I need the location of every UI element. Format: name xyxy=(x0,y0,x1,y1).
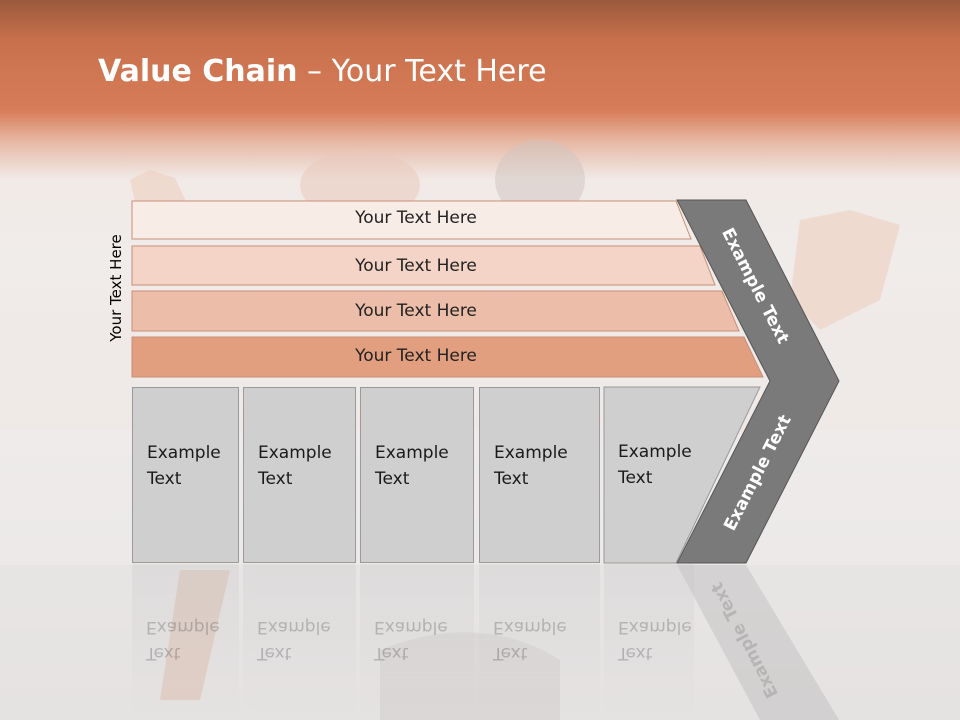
chevron-reflection xyxy=(677,565,839,720)
box-5-reflection-line1: Example xyxy=(618,617,692,637)
box-4-text: Example Text xyxy=(494,440,568,492)
title-bold: Value Chain xyxy=(98,54,298,89)
box-5-line1: Example xyxy=(618,442,692,462)
box-2-reflection-line1: Example xyxy=(257,617,331,637)
box-4-reflection: Text Example xyxy=(479,564,600,720)
box-3-text: Example Text xyxy=(375,440,449,492)
box-1-line1: Example xyxy=(147,443,221,463)
box-1-reflection-line2: Text xyxy=(146,643,181,663)
band-2-label: Your Text Here xyxy=(355,256,477,276)
box-5-shape xyxy=(603,386,761,564)
slide-title: Value Chain – Your Text Here xyxy=(98,54,547,89)
box-4-reflection-line2: Text xyxy=(493,643,528,663)
band-1-label: Your Text Here xyxy=(355,208,477,228)
box-4-line1: Example xyxy=(494,443,568,463)
title-rest: – Your Text Here xyxy=(297,54,547,89)
box-1-reflection: Text Example xyxy=(132,564,239,720)
box-5-reflection: Text Example xyxy=(604,564,694,720)
box-3-line1: Example xyxy=(375,443,449,463)
band-4-label: Your Text Here xyxy=(355,346,477,366)
box-1-reflection-line1: Example xyxy=(146,617,220,637)
band-4 xyxy=(131,336,764,378)
box-2-reflection-text: Text Example xyxy=(257,614,331,666)
box-2: Example Text xyxy=(243,387,356,563)
box-3-reflection-line2: Text xyxy=(374,643,409,663)
chevron-arrow xyxy=(676,199,840,564)
box-2-line2: Text xyxy=(258,469,293,489)
band-1 xyxy=(131,200,692,240)
box-1-reflection-text: Text Example xyxy=(146,614,220,666)
band-2 xyxy=(131,245,716,286)
box-1-text: Example Text xyxy=(147,440,221,492)
box-3-reflection-line1: Example xyxy=(374,617,448,637)
band-3-label: Your Text Here xyxy=(355,301,477,321)
box-1: Example Text xyxy=(132,387,239,563)
box-5-reflection-line2: Text xyxy=(618,643,653,663)
box-4-line2: Text xyxy=(494,469,529,489)
box-3-reflection: Text Example xyxy=(360,564,474,720)
box-5-reflection-text: Text Example xyxy=(618,614,692,666)
box-5-text: Example Text xyxy=(618,439,692,491)
box-4-reflection-line1: Example xyxy=(493,617,567,637)
box-4: Example Text xyxy=(479,387,600,563)
box-4-reflection-text: Text Example xyxy=(493,614,567,666)
box-3-line2: Text xyxy=(375,469,410,489)
box-3: Example Text xyxy=(360,387,474,563)
box-2-line1: Example xyxy=(258,443,332,463)
box-2-reflection-line2: Text xyxy=(257,643,292,663)
box-2-reflection: Text Example xyxy=(243,564,356,720)
box-5-line2: Text xyxy=(618,468,653,488)
band-3 xyxy=(131,290,740,332)
box-1-line2: Text xyxy=(147,469,182,489)
box-2-text: Example Text xyxy=(258,440,332,492)
box-5: Example Text xyxy=(604,387,724,563)
box-3-reflection-text: Text Example xyxy=(374,614,448,666)
